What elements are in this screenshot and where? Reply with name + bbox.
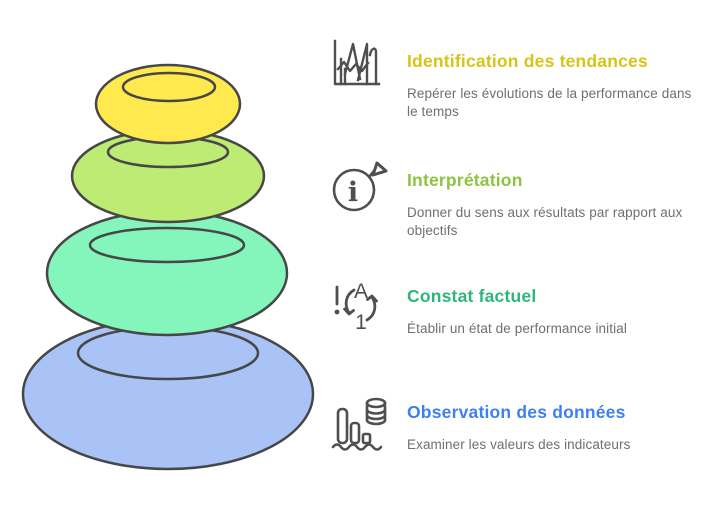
bars-database-wave-icon — [330, 393, 390, 453]
info-circle-arrow-icon: i — [330, 159, 390, 215]
section-subtitle: Examiner les valeurs des indicateurs — [407, 436, 631, 452]
section-identification: Identification des tendances Repérer les… — [330, 36, 703, 121]
section-title: Observation des données — [407, 402, 626, 422]
trend-lines-chart-icon — [330, 38, 390, 88]
section-title: Identification des tendances — [407, 51, 648, 71]
section-interpretation: i Interprétation Donner du sens aux résu… — [330, 155, 703, 240]
section-text: Identification des tendances Repérer les… — [407, 36, 703, 121]
pebble-constat — [45, 209, 289, 337]
section-text: Interprétation Donner du sens aux résult… — [407, 155, 703, 240]
section-subtitle: Établir un état de performance initial — [407, 320, 627, 336]
pebble-identification — [94, 63, 242, 145]
section-subtitle: Donner du sens aux résultats par rapport… — [407, 204, 683, 238]
svg-text:1: 1 — [355, 311, 367, 331]
section-subtitle: Repérer les évolutions de la performance… — [407, 85, 692, 119]
svg-text:i: i — [348, 177, 358, 208]
pebble-interpretation — [70, 128, 266, 224]
section-observation: Observation des données Examiner les val… — [330, 387, 703, 454]
section-text: Constat factuel Établir un état de perfo… — [407, 271, 703, 338]
a-to-1-cycle-icon: A 1 — [330, 275, 390, 331]
pebble-observation — [21, 317, 315, 471]
section-title: Constat factuel — [407, 286, 537, 306]
section-constat: A 1 Constat factuel Établir un état de p… — [330, 271, 703, 338]
section-text: Observation des données Examiner les val… — [407, 387, 703, 454]
section-title: Interprétation — [407, 170, 523, 190]
svg-text:A: A — [354, 280, 368, 303]
